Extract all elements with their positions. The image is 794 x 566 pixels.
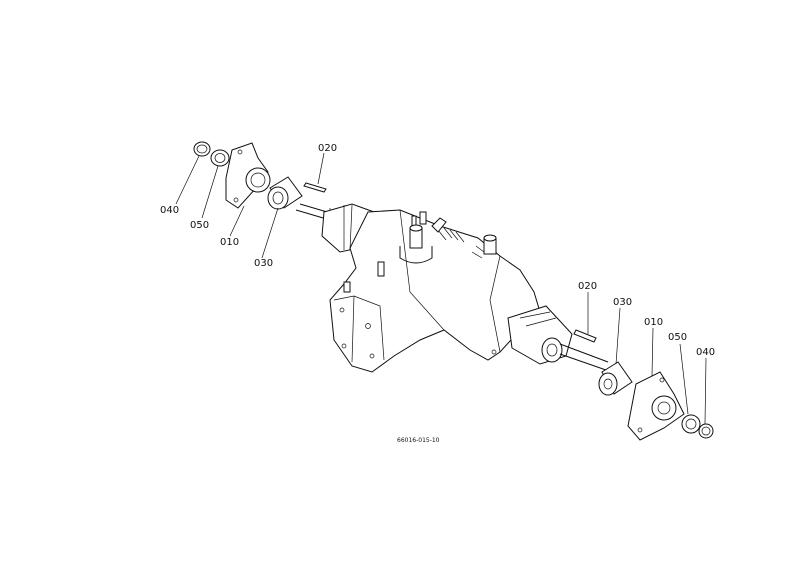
left-bearing-030 (267, 176, 303, 210)
right-key-020 (573, 329, 597, 343)
callout-left-050: 050 (190, 220, 209, 231)
callout-right-010: 010 (644, 317, 663, 328)
left-washer-050 (210, 149, 230, 167)
callout-left-030: 030 (254, 258, 273, 269)
right-flange-010 (627, 371, 685, 441)
right-washer-050 (681, 414, 701, 434)
right-circlip-040 (698, 423, 714, 439)
right-axle-shaft (559, 343, 609, 371)
figure-code: 66016-015-10 (397, 437, 440, 444)
left-flange-010 (225, 142, 271, 209)
leader-lines (175, 152, 707, 425)
callout-right-040: 040 (696, 347, 715, 358)
transaxle-housing (321, 203, 573, 373)
callout-right-020: 020 (578, 281, 597, 292)
callout-right-030: 030 (613, 297, 632, 308)
callout-left-040: 040 (160, 205, 179, 216)
callout-left-010: 010 (220, 237, 239, 248)
right-bearing-030 (598, 361, 633, 396)
callout-right-050: 050 (668, 332, 687, 343)
left-key-020 (303, 182, 327, 193)
left-circlip-040 (193, 141, 211, 157)
callout-left-020: 020 (318, 143, 337, 154)
